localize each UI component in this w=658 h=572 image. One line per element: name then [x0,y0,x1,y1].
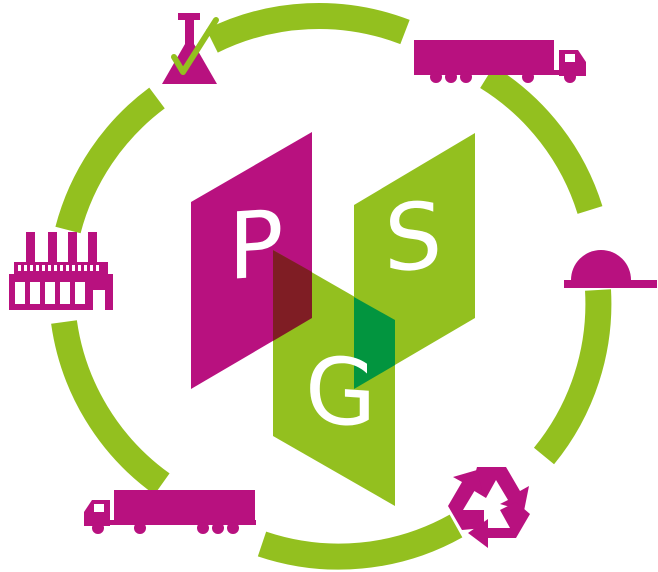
cycle-arc-bottom [257,514,463,570]
pgs-logo: P G S [191,132,475,506]
cycle-arc-left [55,87,165,234]
cycle-ring [51,2,612,570]
letter-g: G [305,336,376,448]
hard-hat-icon [564,241,657,288]
letter-p: P [228,190,283,301]
truck-icon [414,40,586,83]
overlap-p-g [273,250,312,341]
cycle-arc-top-right [480,65,603,215]
lab-flask-icon [162,13,219,84]
truck-icon [84,490,256,534]
overlap-s-g [354,297,395,389]
cycle-arc-bottom-left [51,320,170,495]
letter-s: S [384,182,442,293]
recycle-icon [448,467,530,548]
cycle-arc-top [206,2,410,53]
factory-icon [9,232,113,310]
cycle-arc-right [533,289,612,465]
